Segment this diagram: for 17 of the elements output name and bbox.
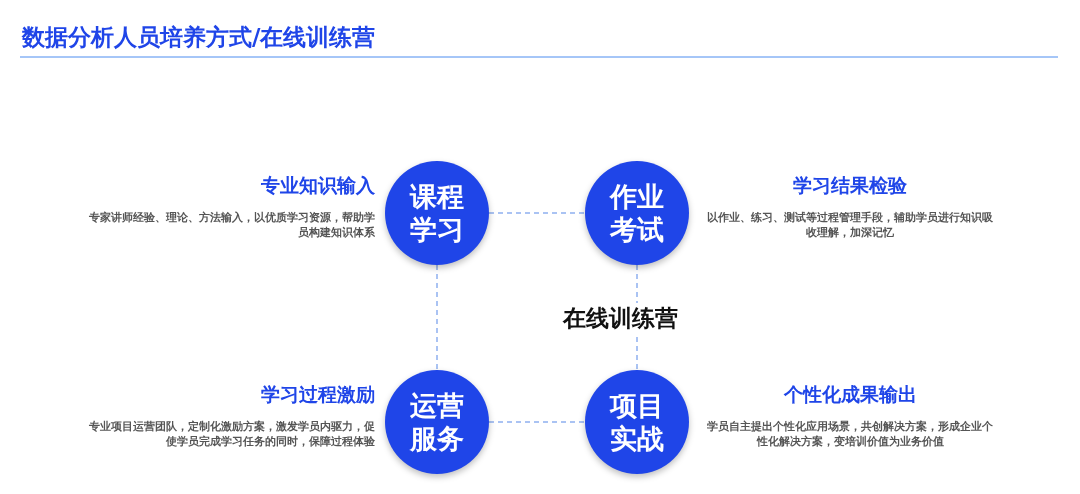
- heading: 专业知识输入: [261, 173, 375, 198]
- description: 专业项目运营团队，定制化激励方案，激发学员内驱力，促使学员完成学习任务的同时，保障过程体验: [88, 419, 375, 449]
- heading: 学习过程激励: [261, 382, 375, 407]
- description: 学员自主提出个性化应用场景，共创解决方案，形成企业个性化解决方案，变培训价值为业务价值: [706, 419, 994, 449]
- circle-badge: 作业考试: [585, 161, 689, 265]
- circle-badge: 项目实战: [585, 370, 689, 474]
- center-label: 在线训练营: [563, 303, 678, 334]
- circle-badge: 运营服务: [385, 370, 489, 474]
- description: 专家讲师经验、理论、方法输入，以优质学习资源，帮助学员构建知识体系: [88, 210, 375, 240]
- dashed-connector: [488, 212, 586, 214]
- circle-badge: 课程学习: [385, 161, 489, 265]
- heading: 个性化成果输出: [782, 382, 918, 407]
- description: 以作业、练习、测试等过程管理手段，辅助学员进行知识吸收理解，加深记忆: [706, 210, 994, 240]
- heading: 学习结果检验: [792, 173, 908, 198]
- dashed-connector: [436, 264, 438, 371]
- title: 数据分析人员培养方式/在线训练营: [22, 23, 376, 52]
- dashed-connector: [488, 421, 586, 423]
